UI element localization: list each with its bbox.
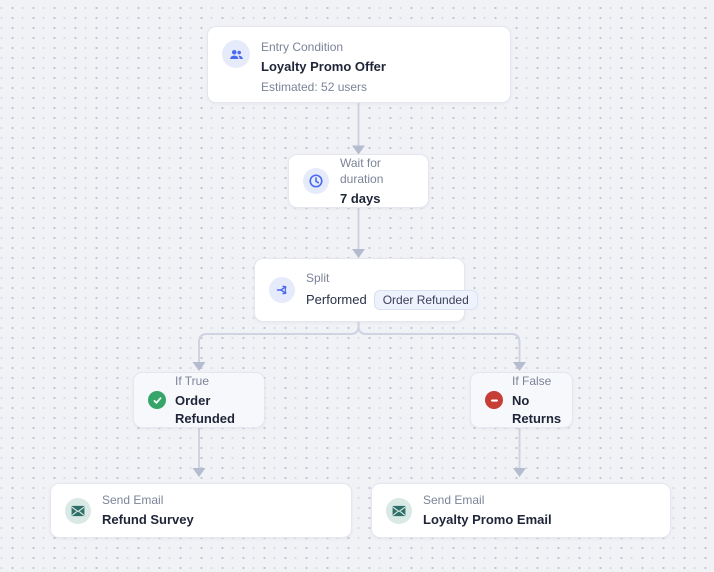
envelope-icon xyxy=(386,497,412,524)
check-circle-icon xyxy=(148,391,166,409)
node-type-label: Send Email xyxy=(102,493,164,507)
node-wait-duration[interactable]: Wait for duration 7 days xyxy=(288,154,429,208)
node-title: Loyalty Promo Offer xyxy=(261,59,386,74)
branch-title: Order Refunded xyxy=(175,392,235,426)
split-arrows-icon xyxy=(269,277,295,303)
node-type-label: Split xyxy=(306,271,330,285)
node-title: Loyalty Promo Email xyxy=(423,512,552,527)
node-send-email-loyalty-promo[interactable]: Send Email Loyalty Promo Email xyxy=(371,483,671,538)
split-condition-prefix: Performed xyxy=(306,292,367,307)
users-icon xyxy=(222,40,250,68)
branch-label: If False xyxy=(512,373,552,388)
branch-label: If True xyxy=(175,373,210,388)
connector-split-false xyxy=(357,322,521,363)
arrowhead-icon xyxy=(192,362,206,371)
node-title: Refund Survey xyxy=(102,512,194,527)
node-estimate: Estimated: 52 users xyxy=(261,80,368,94)
arrowhead-icon xyxy=(513,362,526,371)
node-entry-condition[interactable]: Entry Condition Loyalty Promo Offer Esti… xyxy=(207,26,511,103)
node-send-email-refund-survey[interactable]: Send Email Refund Survey xyxy=(50,483,352,538)
node-if-false[interactable]: If False No Returns xyxy=(470,372,573,428)
node-split[interactable]: Split Performed Order Refunded xyxy=(254,258,478,322)
envelope-icon xyxy=(65,497,91,524)
branch-title: No Returns xyxy=(512,392,562,426)
connector-split-true xyxy=(198,322,360,363)
split-condition-tag[interactable]: Order Refunded xyxy=(373,290,478,310)
node-type-label: Send Email xyxy=(423,493,485,507)
node-type-label: Entry Condition xyxy=(261,40,344,54)
node-title: 7 days xyxy=(340,190,381,206)
node-type-label: Wait for duration xyxy=(340,155,384,186)
clock-icon xyxy=(303,168,329,194)
node-if-true[interactable]: If True Order Refunded xyxy=(133,372,265,428)
arrowhead-icon xyxy=(352,249,365,258)
arrowhead-icon xyxy=(513,468,526,477)
arrowhead-icon xyxy=(192,468,206,477)
minus-circle-icon xyxy=(485,391,503,409)
